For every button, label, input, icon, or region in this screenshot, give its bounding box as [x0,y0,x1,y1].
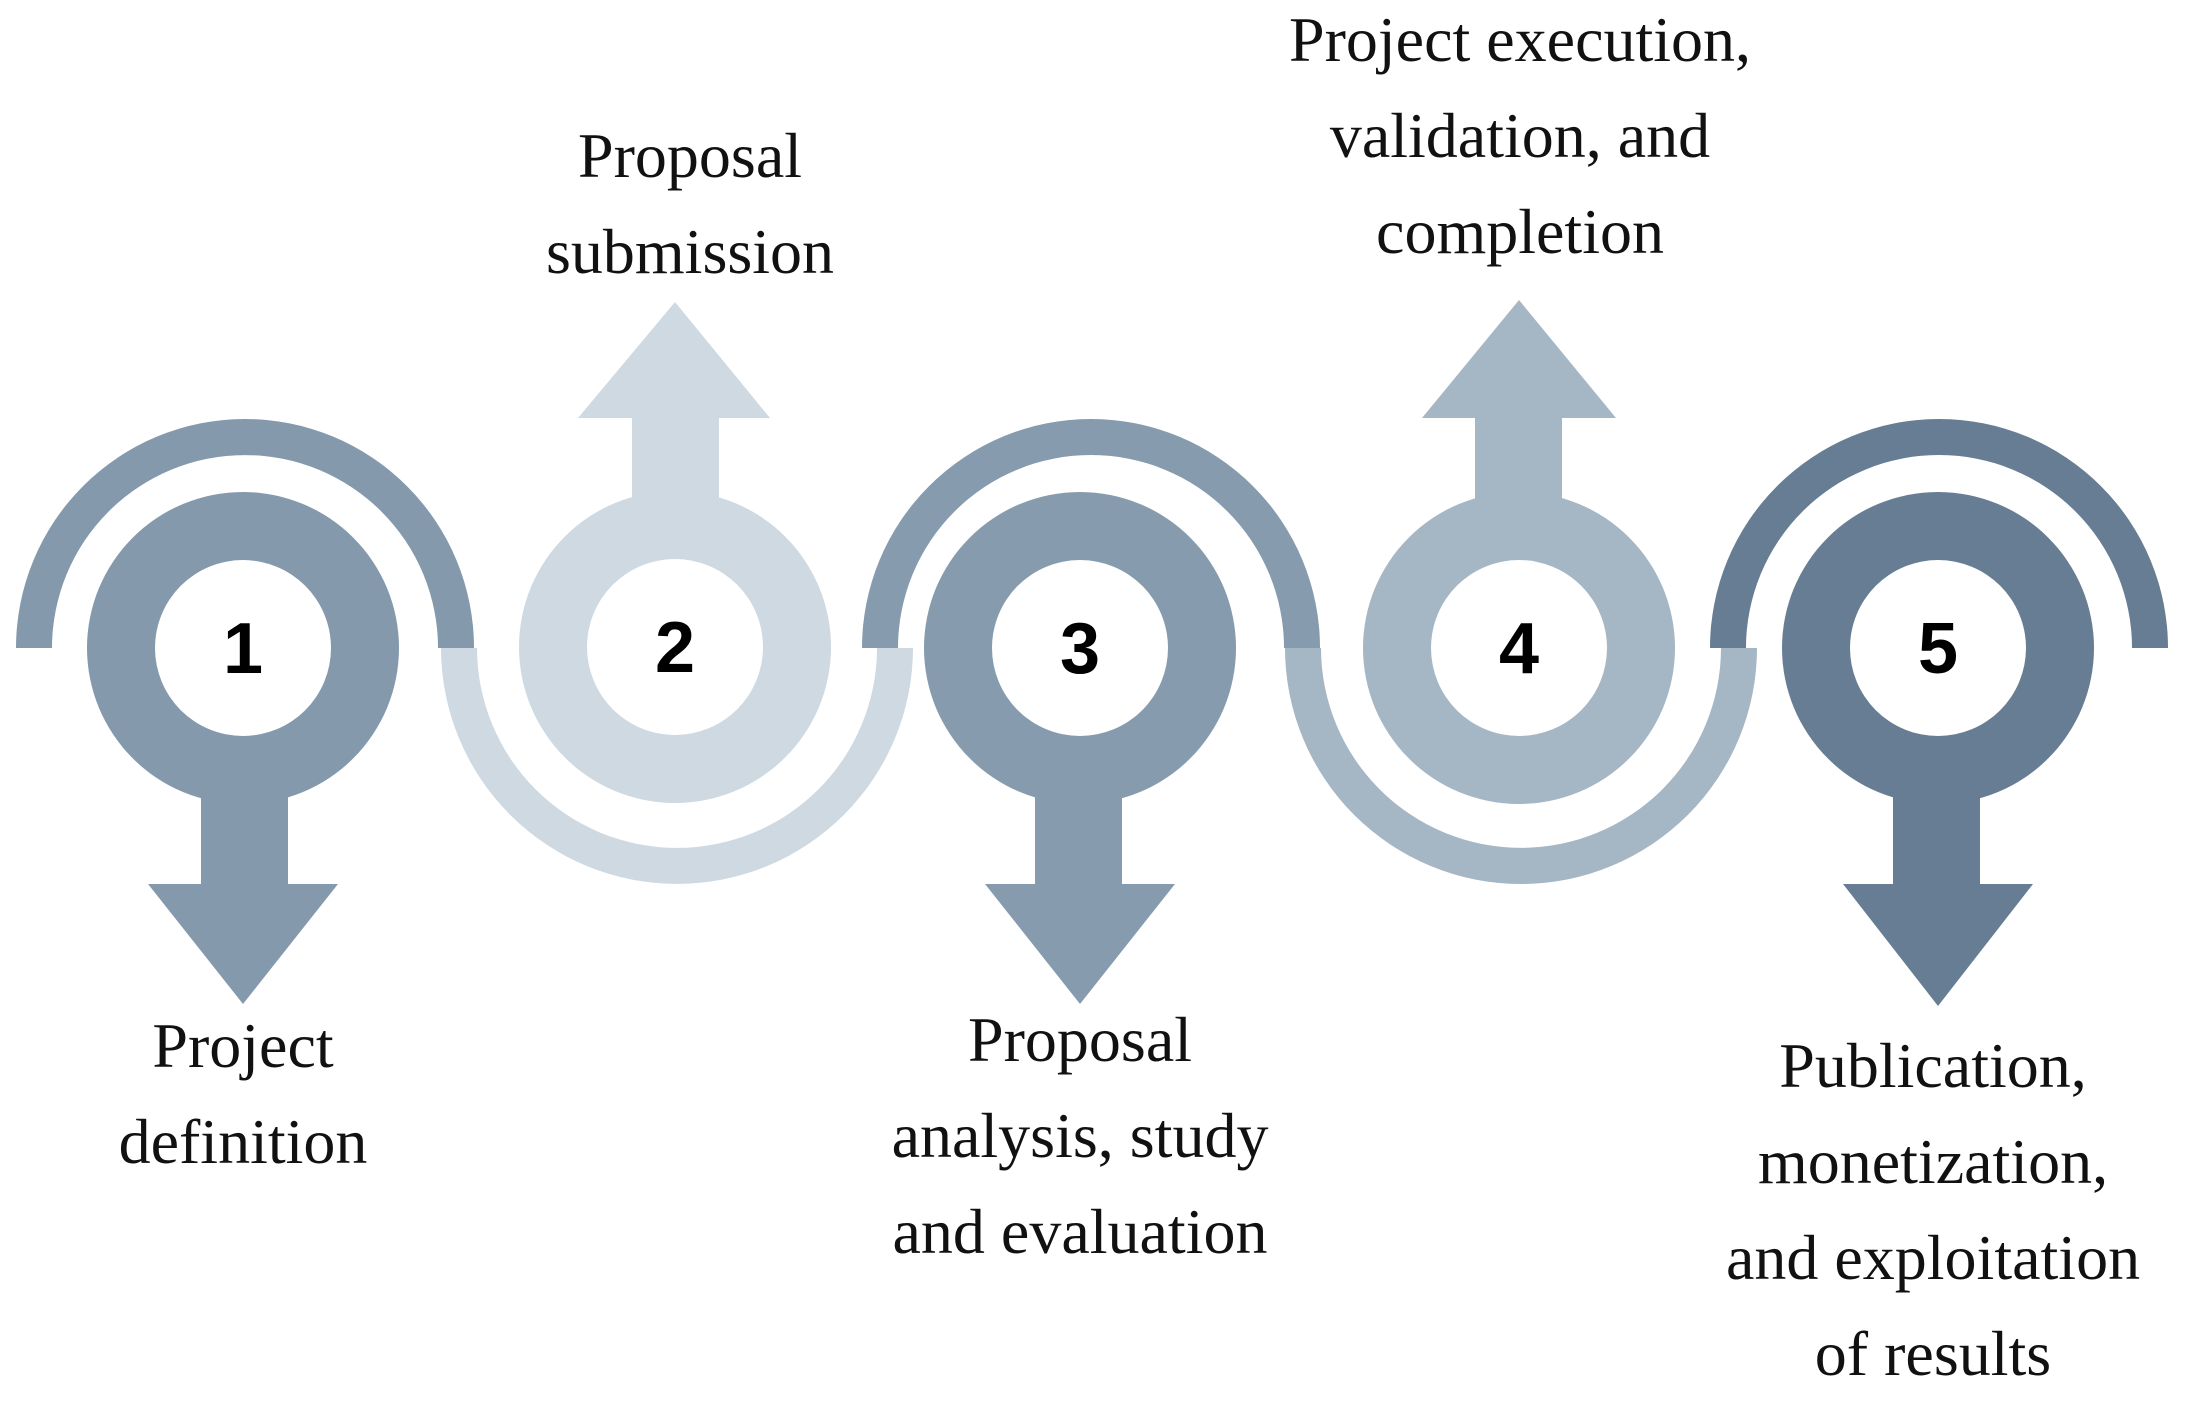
step-2-arrow-head [578,302,770,418]
step-5-caption-line: and exploitation [1725,1222,2141,1293]
step-5-caption: Publication, monetization, and exploitat… [1680,1018,2186,1402]
step-1-caption-line: definition [118,1106,368,1177]
arc-step-1 [16,419,474,648]
step-5-marker: 5 [1782,492,2094,1006]
step-5-caption-line: Publication, [1779,1030,2087,1101]
step-3-caption: Proposal analysis, study and evaluation [830,992,1330,1280]
step-5-center [1850,560,2026,736]
arc-step-2 [441,648,913,884]
step-1-number: 1 [223,609,263,689]
step-2-caption: Proposal submission [490,108,890,300]
step-2-caption-line: Proposal [578,120,802,191]
arc-step-4 [1285,648,1757,884]
step-4-center [1431,560,1607,736]
arc-step-5 [1710,419,2168,648]
step-2-caption-line: submission [545,216,835,287]
step-3-marker: 3 [924,492,1236,1004]
step-4-arrow-head [1422,300,1616,418]
step-4-marker: 4 [1363,300,1675,804]
step-3-center [992,560,1168,736]
step-5-arrow-head [1843,884,2033,1006]
step-3-arrow-head [985,884,1175,1004]
step-1-marker: 1 [87,492,399,1004]
step-3-caption-line: analysis, study [891,1100,1269,1171]
step-1-arrow-head [148,884,338,1004]
step-4-caption: Project execution, validation, and compl… [1240,0,1800,280]
step-2-number: 2 [655,608,695,688]
step-4-caption-line: Project execution, [1288,4,1752,75]
arc-step-3 [862,419,1320,648]
step-5-caption-line: of results [1814,1318,2052,1389]
step-3-number: 3 [1060,609,1100,689]
step-4-caption-line: completion [1376,196,1664,267]
step-3-caption-line: Proposal [968,1004,1192,1075]
step-2-marker: 2 [519,302,831,803]
step-3-caption-line: and evaluation [892,1196,1268,1267]
step-1-center [155,560,331,736]
step-1-caption-line: Project [152,1010,334,1081]
step-4-caption-line: validation, and [1329,100,1711,171]
step-5-number: 5 [1918,609,1958,689]
step-2-center [587,559,763,735]
step-4-number: 4 [1499,609,1539,689]
step-1-caption: Project definition [93,998,393,1190]
step-5-caption-line: monetization, [1757,1126,2109,1197]
